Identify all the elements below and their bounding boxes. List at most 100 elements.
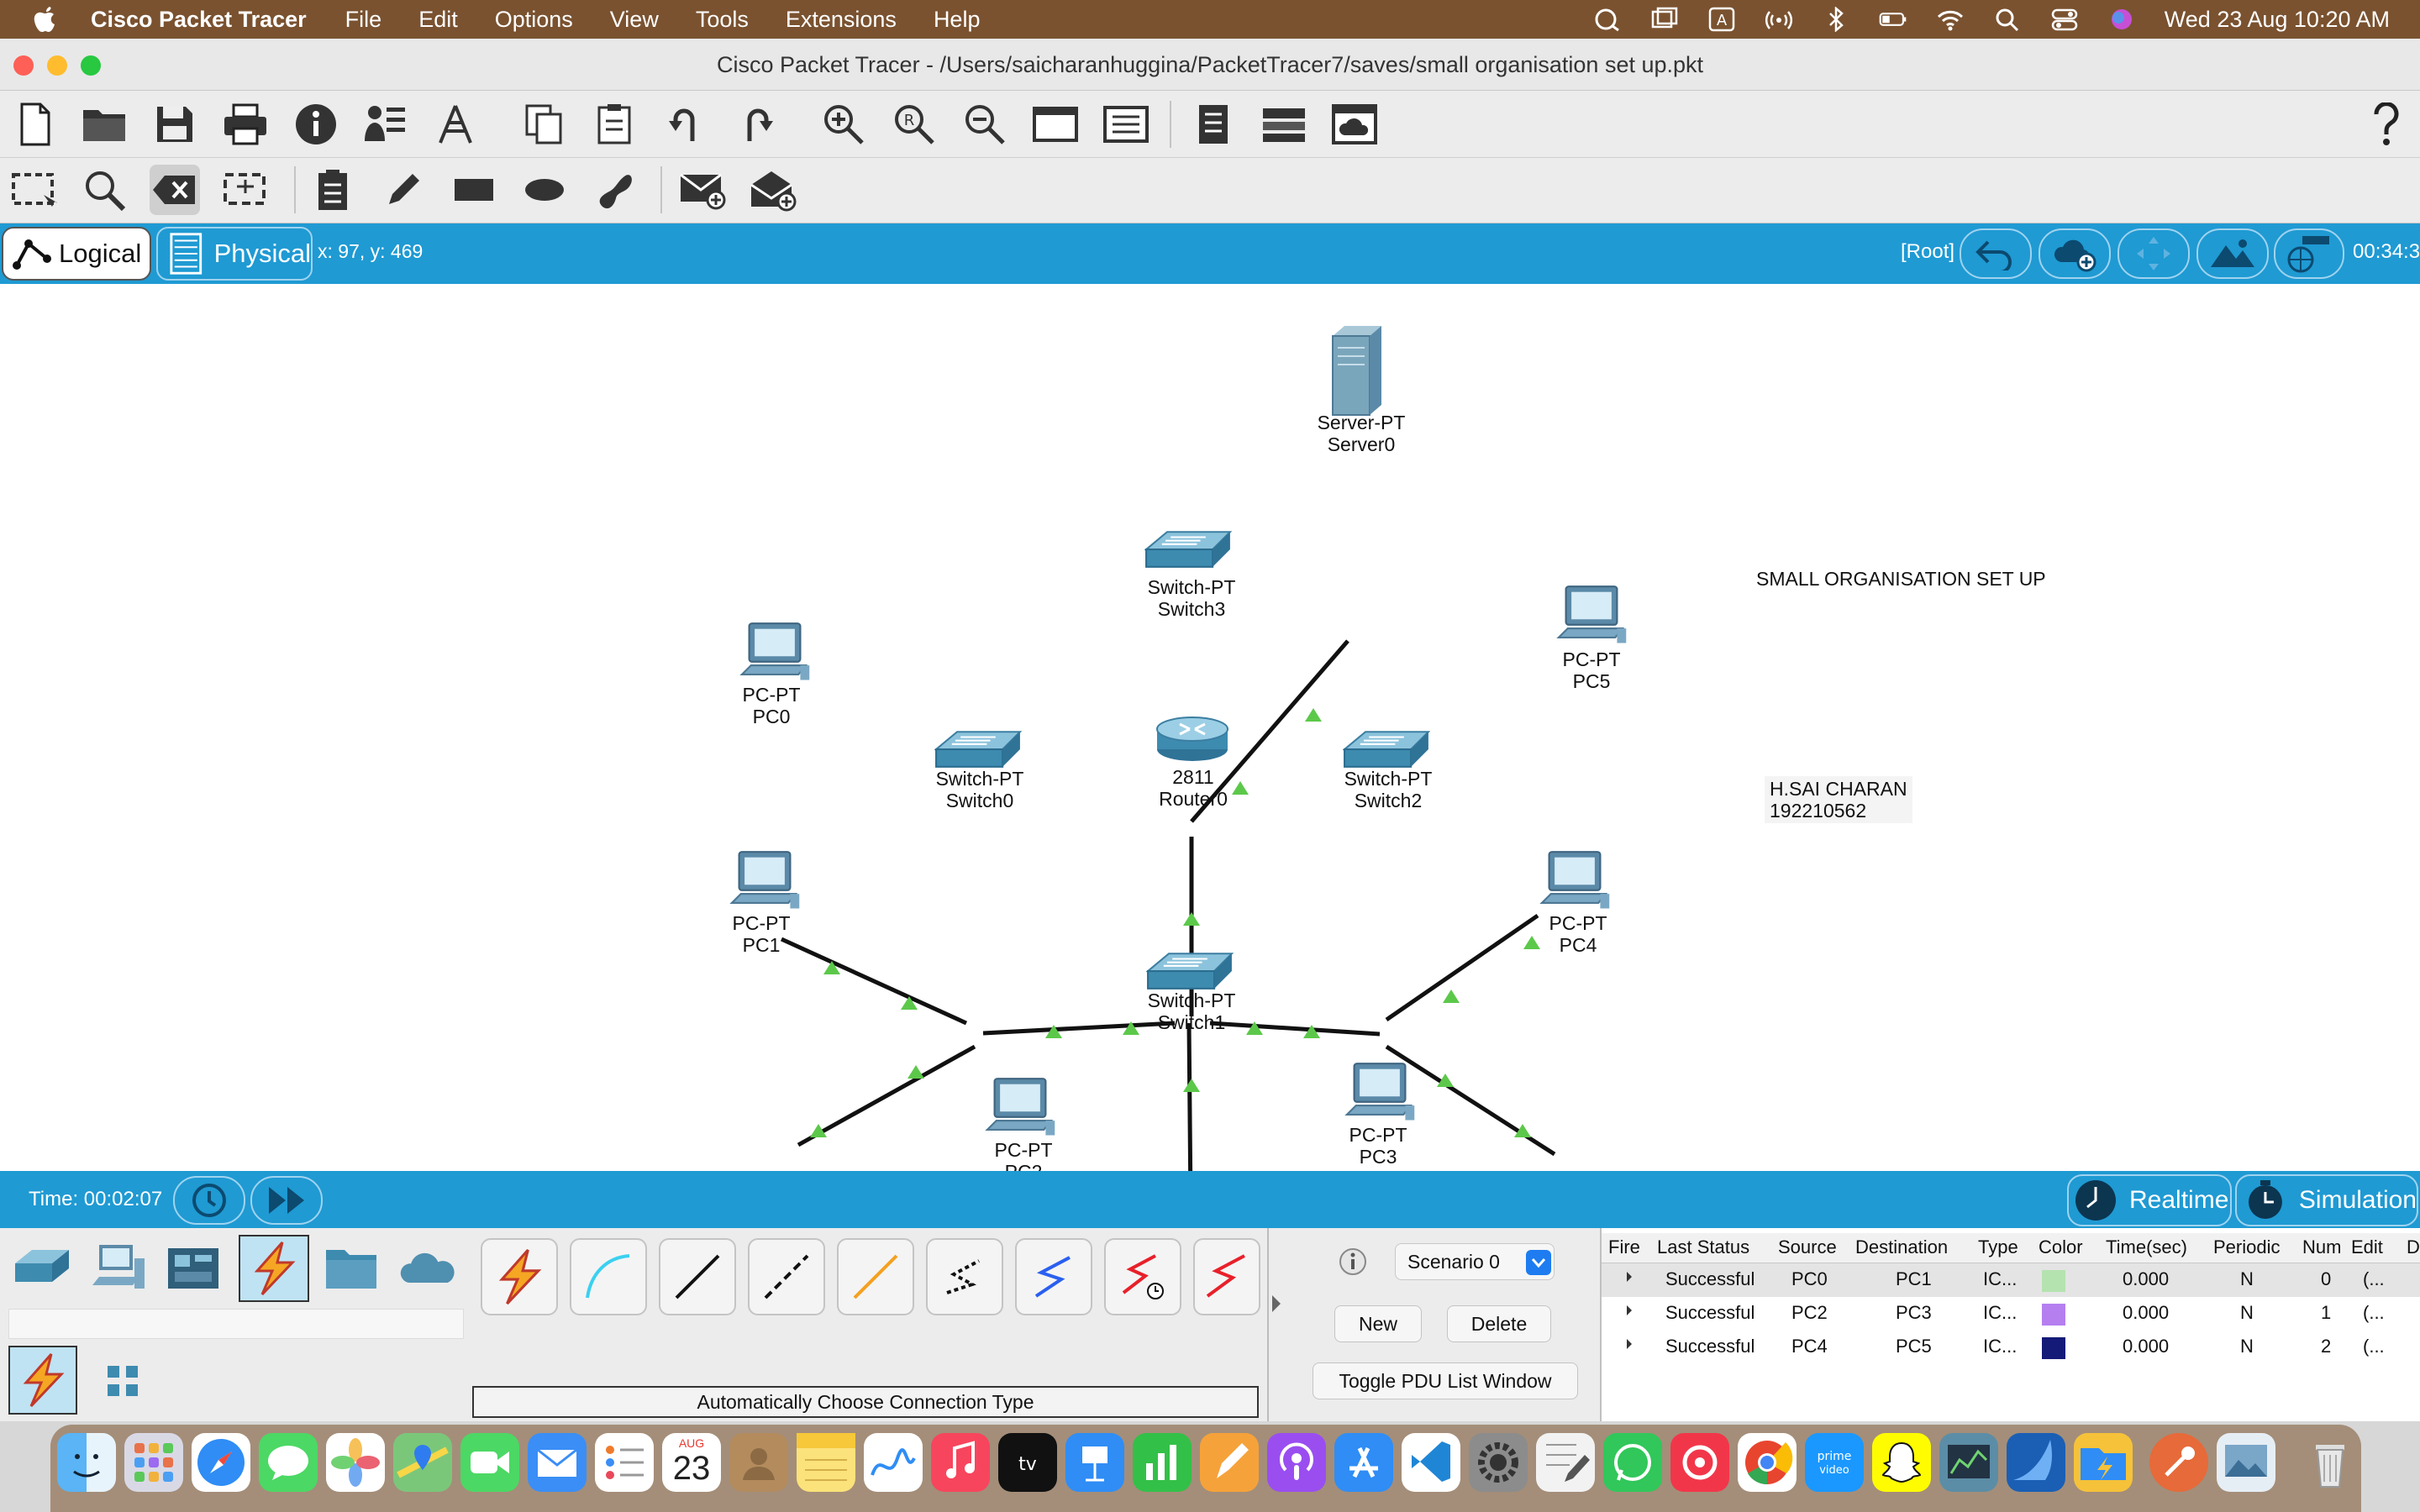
- menu-help[interactable]: Help: [933, 6, 981, 32]
- connection-phone[interactable]: [926, 1238, 1003, 1315]
- dock-preview[interactable]: [2217, 1433, 2275, 1492]
- print-button[interactable]: [220, 99, 271, 150]
- logical-workspace-canvas[interactable]: Server-PT Server0 Switch-PT Switch3 PC-P…: [0, 284, 2420, 1171]
- dock-photos[interactable]: [326, 1433, 385, 1492]
- new-scenario-button[interactable]: New: [1334, 1305, 1422, 1342]
- zoom-in-button[interactable]: [818, 99, 869, 150]
- iot-device-button[interactable]: [1329, 99, 1380, 150]
- connection-copper-cross[interactable]: [748, 1238, 825, 1315]
- connection-copper-straight[interactable]: [659, 1238, 736, 1315]
- category-end-devices[interactable]: [87, 1238, 148, 1299]
- dock-app-store[interactable]: [1334, 1433, 1393, 1492]
- device-pc0[interactable]: PC-PT PC0: [687, 684, 855, 727]
- siri-icon[interactable]: [2107, 7, 2136, 32]
- app-menu[interactable]: Cisco Packet Tracer: [91, 6, 307, 32]
- draw-rectangle-button[interactable]: [449, 165, 499, 215]
- apple-icon[interactable]: [30, 5, 60, 34]
- connection-auto[interactable]: [481, 1238, 558, 1315]
- dock-calendar[interactable]: AUG 23: [662, 1433, 721, 1492]
- menu-options[interactable]: Options: [494, 6, 573, 32]
- device-pc4[interactable]: PC-PT PC4: [1494, 912, 1662, 956]
- dock-finder[interactable]: [57, 1433, 116, 1492]
- custom-device-dialog-button[interactable]: [1101, 99, 1151, 150]
- dock-launchpad[interactable]: [124, 1433, 183, 1492]
- header-color[interactable]: Color: [2039, 1236, 2083, 1257]
- new-cluster-button[interactable]: [2039, 228, 2111, 279]
- dock-packet-tracer[interactable]: [1939, 1433, 1998, 1492]
- header-source[interactable]: Source: [1778, 1236, 1837, 1257]
- dock-safari[interactable]: [192, 1433, 250, 1492]
- dock-vscode[interactable]: [1402, 1433, 1460, 1492]
- viewport-button[interactable]: [2274, 228, 2344, 279]
- connection-serial-dte[interactable]: [1193, 1238, 1260, 1315]
- device-template-button[interactable]: [1259, 99, 1309, 150]
- back-level-button[interactable]: [1960, 228, 2032, 279]
- device-switch2[interactable]: Switch-PT Switch2: [1304, 768, 1472, 811]
- header-num[interactable]: Num: [2302, 1236, 2342, 1257]
- header-periodic[interactable]: Periodic: [2213, 1236, 2281, 1257]
- table-row[interactable]: Successful PC4 PC5 IC... 0.000 N 2 (...: [1602, 1331, 2420, 1364]
- category-network-devices[interactable]: [12, 1238, 72, 1299]
- dock-chrome[interactable]: [1738, 1433, 1797, 1492]
- header-fire[interactable]: Fire: [1608, 1236, 1640, 1257]
- realtime-mode-button[interactable]: Realtime: [2067, 1174, 2232, 1226]
- new-file-button[interactable]: [10, 99, 60, 150]
- drawing-palette-button[interactable]: [1030, 99, 1081, 150]
- fire-button[interactable]: [1625, 1336, 1634, 1352]
- category-miscellaneous[interactable]: [321, 1238, 381, 1299]
- connection-console[interactable]: [570, 1238, 647, 1315]
- save-button[interactable]: [150, 99, 200, 150]
- dock-maps[interactable]: [393, 1433, 452, 1492]
- device-pc5[interactable]: PC-PT PC5: [1507, 648, 1676, 692]
- header-destination[interactable]: Destination: [1855, 1236, 1949, 1257]
- set-background-button[interactable]: [2196, 228, 2269, 279]
- delete-scenario-button[interactable]: Delete: [1447, 1305, 1551, 1342]
- dock-launcher[interactable]: [2149, 1433, 2208, 1492]
- undo-button[interactable]: [660, 99, 711, 150]
- menu-extensions[interactable]: Extensions: [785, 6, 897, 32]
- device-pc1[interactable]: PC-PT PC1: [677, 912, 845, 956]
- power-cycle-devices-button[interactable]: [173, 1176, 245, 1225]
- open-file-button[interactable]: [79, 99, 129, 150]
- draw-freeform-button[interactable]: [590, 165, 640, 215]
- table-row[interactable]: Successful PC2 PC3 IC... 0.000 N 1 (...: [1602, 1297, 2420, 1331]
- control-center-icon[interactable]: [2050, 7, 2079, 32]
- dock-trash[interactable]: [2301, 1433, 2360, 1492]
- device-switch3[interactable]: Switch-PT Switch3: [1107, 576, 1276, 620]
- screen-record-icon[interactable]: [1593, 7, 1622, 32]
- menu-file[interactable]: File: [345, 6, 382, 32]
- move-object-button[interactable]: [2118, 228, 2190, 279]
- header-time[interactable]: Time(sec): [2106, 1236, 2187, 1257]
- dock-facetime[interactable]: [460, 1433, 519, 1492]
- wifi-icon[interactable]: [1936, 7, 1965, 32]
- hotspot-icon[interactable]: [1765, 7, 1793, 32]
- input-source-icon[interactable]: A: [1707, 7, 1736, 32]
- dock-textedit[interactable]: [1536, 1433, 1595, 1492]
- simulation-mode-button[interactable]: Simulation: [2235, 1174, 2418, 1226]
- redo-button[interactable]: [731, 99, 781, 150]
- dock-snapchat[interactable]: [1872, 1433, 1931, 1492]
- category-connections[interactable]: [239, 1235, 309, 1302]
- header-edit[interactable]: Edit: [2351, 1236, 2383, 1257]
- device-pc3[interactable]: PC-PT PC3: [1294, 1124, 1462, 1168]
- fire-button[interactable]: [1625, 1268, 1634, 1285]
- add-simple-pdu-button[interactable]: [677, 165, 728, 215]
- dock-wireshark[interactable]: [2007, 1433, 2065, 1492]
- fire-button[interactable]: [1625, 1302, 1634, 1319]
- pdu-list-button[interactable]: [1188, 99, 1239, 150]
- dock-podcasts[interactable]: [1267, 1433, 1326, 1492]
- select-tool-button[interactable]: [8, 165, 59, 215]
- dock-mail[interactable]: [528, 1433, 587, 1492]
- toggle-pdu-list-button[interactable]: Toggle PDU List Window: [1313, 1362, 1578, 1399]
- header-type[interactable]: Type: [1978, 1236, 2018, 1257]
- dock-messages[interactable]: [259, 1433, 318, 1492]
- bluetooth-icon[interactable]: [1822, 7, 1850, 32]
- table-row[interactable]: Successful PC0 PC1 IC... 0.000 N 0 (...: [1602, 1263, 2420, 1297]
- category-components[interactable]: [163, 1238, 224, 1299]
- draw-line-button[interactable]: [378, 165, 429, 215]
- header-delete[interactable]: D: [2407, 1236, 2420, 1257]
- cell-edit[interactable]: (...: [2363, 1302, 2385, 1323]
- dock-numbers[interactable]: [1133, 1433, 1192, 1492]
- spotlight-search-icon[interactable]: [1993, 7, 2022, 32]
- dock-reminders[interactable]: [595, 1433, 654, 1492]
